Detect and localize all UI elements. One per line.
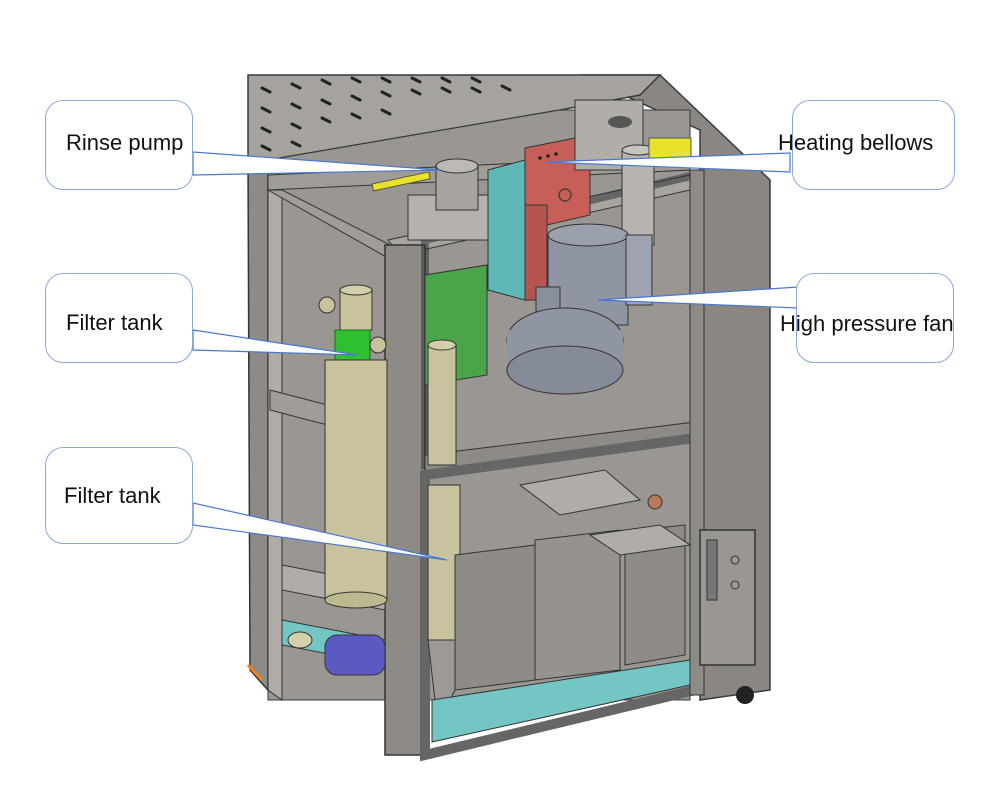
perforation-slots — [260, 76, 512, 152]
callout-label-filter-tank-upper: Filter tank — [66, 310, 163, 335]
leader-filter-tank-lower — [192, 502, 448, 561]
callout-filter-tank-lower — [45, 447, 193, 544]
caster-wheel — [736, 686, 754, 704]
rinse-pump-part — [371, 158, 489, 241]
leader-filter-tank-upper — [192, 329, 359, 356]
callout-label-rinse-pump: Rinse pump — [66, 130, 184, 155]
callout-filter-tank-upper — [45, 273, 193, 363]
frame-left-post-inner — [267, 169, 283, 701]
high-pressure-fan-part — [506, 223, 653, 395]
callout-label-high-pressure-fan: High pressure fan — [780, 311, 954, 336]
leader-heating-bellows — [544, 152, 791, 173]
motor-part — [287, 631, 386, 676]
heating-bellows-part — [487, 137, 591, 301]
callout-heating-bellows — [792, 100, 955, 190]
frame-front-post — [384, 244, 426, 756]
callout-label-heating-bellows: Heating bellows — [778, 130, 934, 155]
callout-high-pressure-fan — [796, 273, 954, 363]
callout-rinse-pump — [45, 100, 193, 190]
side-control-panel — [699, 529, 756, 666]
base-tray-front — [431, 659, 691, 743]
frame-left-post — [247, 159, 269, 692]
leader-rinse-pump — [192, 151, 441, 176]
orange-edge-marker — [246, 663, 264, 682]
filter-tank-body-part — [324, 339, 457, 609]
water-tanks — [454, 469, 692, 691]
callout-label-filter-tank-lower: Filter tank — [64, 483, 161, 508]
